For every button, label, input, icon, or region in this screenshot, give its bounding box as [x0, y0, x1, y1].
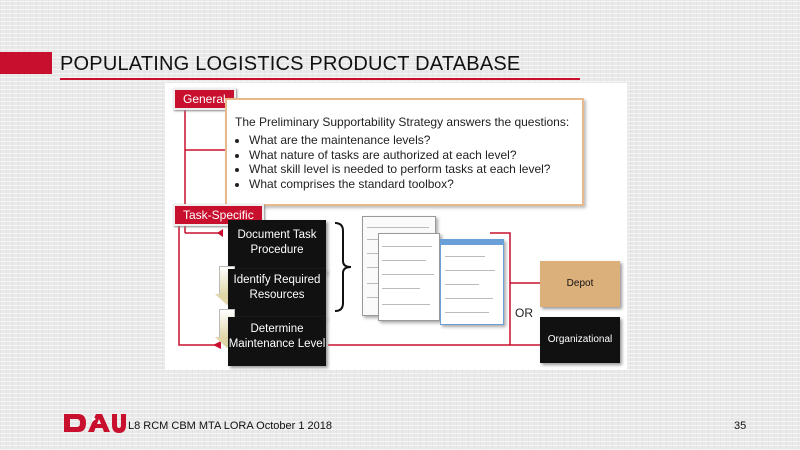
output-depot: Depot: [540, 261, 620, 307]
page-number: 35: [734, 420, 747, 432]
form-screenshot-middle: [378, 233, 440, 321]
title-accent-bar: [0, 52, 52, 74]
question-item: What are the maintenance levels?: [249, 133, 550, 148]
step-determine-level: Determine Maintenance Level: [228, 317, 326, 366]
general-tag: General: [173, 88, 236, 110]
page-title: POPULATING LOGISTICS PRODUCT DATABASE: [60, 53, 521, 75]
question-item: What nature of tasks are authorized at e…: [249, 148, 550, 163]
question-item: What skill level is needed to perform ta…: [249, 162, 550, 177]
step-document-task: Document Task Procedure: [228, 220, 326, 274]
footer-course-label: L8 RCM CBM MTA LORA October 1 2018: [128, 420, 332, 432]
form-screenshot-front: [440, 239, 504, 325]
output-organizational: Organizational: [540, 317, 620, 363]
dau-eagle-logo-icon: [64, 414, 126, 433]
process-figure: General The Preliminary Supportability S…: [165, 83, 627, 370]
title-rule: [60, 78, 580, 80]
questions-lead: The Preliminary Supportability Strategy …: [235, 115, 570, 129]
task-specific-tag: Task-Specific: [173, 204, 264, 226]
questions-list: What are the maintenance levels? What na…: [235, 133, 550, 191]
step-identify-resources: Identify Required Resources: [228, 269, 326, 319]
question-item: What comprises the standard toolbox?: [249, 177, 550, 192]
or-label: OR: [515, 306, 533, 320]
questions-box: The Preliminary Supportability Strategy …: [225, 98, 584, 206]
